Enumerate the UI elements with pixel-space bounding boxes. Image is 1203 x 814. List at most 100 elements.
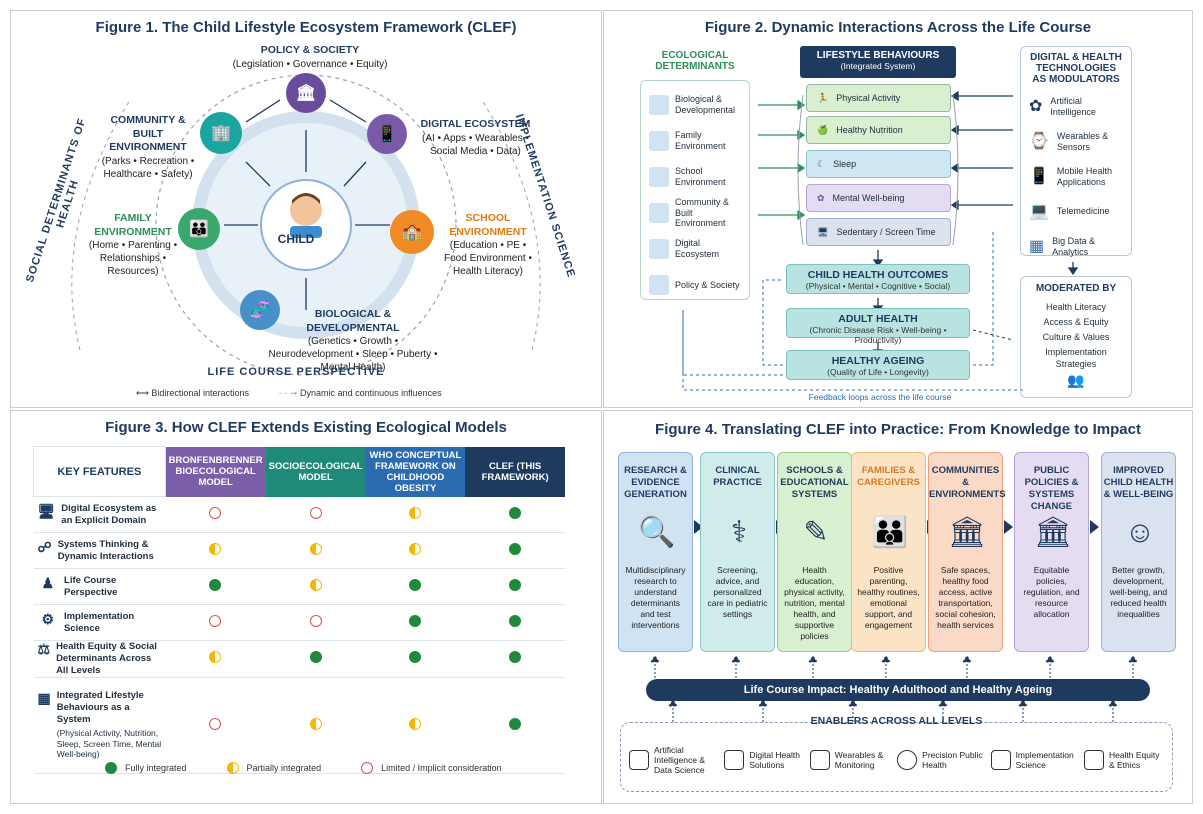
figure-3-title: Figure 3. How CLEF Extends Existing Ecol… [105, 419, 507, 436]
behaviour-sedentary: 🖥Sedentary / Screen Time [806, 218, 951, 246]
part-dot-icon [209, 651, 222, 664]
fig3-legend: Fully integrated Partially integrated Li… [105, 762, 502, 774]
table-row: ⚙Implementation Science [33, 604, 565, 641]
figure-2-title: Figure 2. Dynamic Interactions Across th… [704, 19, 1092, 36]
watch-icon [809, 750, 830, 771]
full-dot-icon [409, 651, 422, 664]
building-icon [649, 275, 669, 295]
half-dot-icon [226, 762, 239, 774]
practice-step: SCHOOLS & EDUCATIONAL SYSTEMS✎Health edu… [777, 452, 852, 652]
dashed-arrow-icon: - - ➞ [278, 388, 298, 398]
table-row: ♟Life Course Perspective [33, 568, 565, 605]
full-dot-icon [509, 717, 522, 730]
school-label: SCHOOL ENVIRONMENT(Education • PE • Food… [444, 212, 532, 278]
running-icon: 🏃 [817, 92, 829, 103]
fig4-connectors [650, 655, 1138, 722]
full-dot-icon [409, 615, 422, 627]
rating-cell [165, 496, 266, 533]
practice-step: IMPROVED CHILD HEALTH & WELL-BEING☺Bette… [1101, 452, 1176, 652]
legend-none: Limited / Implicit consideration [361, 762, 502, 774]
rating-cell [165, 640, 266, 678]
full-dot-icon [309, 651, 322, 664]
rating-cell [265, 604, 366, 641]
none-dot-icon [309, 506, 322, 519]
header-who: WHO CONCEPTUAL FRAMEWORK ON CHILDHOOD OB… [365, 446, 466, 497]
practice-step: CLINICAL PRACTICE⚕Screening, advice, and… [700, 452, 775, 652]
rating-cell [365, 640, 466, 678]
feature-cell: ☍Systems Thinking & Dynamic Interactions [33, 532, 166, 569]
bar-chart-icon: ▦ [1029, 237, 1045, 255]
determinant-item: Biological & Developmental [649, 87, 741, 123]
figure-4-title: Figure 4. Translating CLEF into Practice… [655, 421, 1141, 438]
full-dot-icon [409, 579, 422, 591]
determinants-box: Biological & Developmental Family Enviro… [640, 80, 750, 300]
enablers-box: ENABLERS ACROSS ALL LEVELS Artificial In… [620, 715, 1173, 792]
rating-cell [465, 604, 565, 641]
enabler-item: Health Equity & Ethics [1083, 745, 1164, 776]
determinant-item: Family Environment [649, 123, 741, 159]
rating-cell [365, 496, 466, 533]
tech-item: ✿Artificial Intelligence [1029, 95, 1096, 117]
part-dot-icon [409, 717, 422, 730]
target-icon [897, 750, 918, 771]
bidirectional-arrow-icon: ⟷ [136, 388, 149, 398]
determinant-item: Policy & Society [649, 267, 741, 303]
tech-box: DIGITAL & HEALTH TECHNOLOGIES AS MODULAT… [1020, 46, 1132, 257]
enablers-list: Artificial Intelligence & Data Science D… [629, 745, 1164, 776]
puzzle-icon: ▦ [37, 690, 51, 707]
node-digital-icon: 📱 [367, 114, 407, 154]
rating-cell [365, 568, 466, 605]
enabler-item: Wearables & Monitoring [809, 745, 890, 776]
brain-icon [629, 750, 649, 771]
tech-item: ⌚Wearables & Sensors [1029, 130, 1109, 152]
practice-step: PUBLIC POLICIES & SYSTEMS CHANGE🏛Equitab… [1014, 452, 1089, 652]
rating-cell [465, 677, 565, 774]
tech-item: ▦Big Data & Analytics [1029, 235, 1096, 257]
rating-cell [265, 496, 366, 533]
moderated-title: MODERATED BY [1035, 283, 1117, 294]
part-dot-icon [309, 579, 322, 591]
table-row: 🖥Digital Ecosystem as an Explicit Domain [33, 496, 565, 533]
child-heart-icon: ☺ [1124, 516, 1156, 549]
arrow-right-icon [694, 520, 703, 534]
classroom-icon: ✎ [803, 516, 829, 549]
gears-icon [990, 750, 1011, 771]
part-dot-icon [209, 543, 222, 555]
government-icon: 🏛 [1033, 516, 1073, 549]
brain-icon: ✿ [817, 192, 825, 203]
behaviour-sleep: ☾Sleep [806, 150, 951, 178]
life-course-arc-label: LIFE COURSE PERSPECTIVE [207, 366, 385, 378]
enablers-title: ENABLERS ACROSS ALL LEVELS [810, 715, 983, 727]
full-dot-icon [509, 651, 522, 664]
school-icon [649, 167, 669, 187]
outcome-adult-health: ADULT HEALTH(Chronic Disease Risk • Well… [786, 308, 970, 345]
arrow-right-icon [1004, 520, 1013, 534]
practice-step: FAMILIES & CAREGIVERS👪Positive parenting… [851, 452, 926, 652]
part-dot-icon [409, 543, 422, 555]
node-community-icon: 🏢 [200, 112, 242, 154]
rating-cell [465, 532, 565, 569]
full-dot-icon [509, 579, 522, 591]
practice-step: RESEARCH & EVIDENCE GENERATION🔍Multidisc… [618, 452, 693, 652]
rating-cell [265, 677, 366, 774]
moderator-item: Health Literacy [1045, 301, 1107, 312]
arrow-right-icon [1090, 520, 1099, 534]
moderated-box: MODERATED BY Health Literacy Access & Eq… [1020, 276, 1132, 398]
life-course-impact-bar: Life Course Impact: Healthy Adulthood an… [646, 679, 1150, 701]
phone-heart-icon [724, 750, 745, 771]
phone-icon [649, 239, 669, 259]
determinant-item: School Environment [649, 159, 741, 195]
part-dot-icon [309, 543, 322, 555]
legend-part: Partially integrated [226, 762, 321, 774]
none-dot-icon [309, 615, 322, 627]
monitor-icon: 🖥 [817, 226, 829, 237]
dna-icon [649, 95, 669, 115]
feature-cell: ⚙Implementation Science [33, 604, 166, 641]
feature-cell: ⚖Health Equity & Social Determinants Acr… [33, 640, 166, 678]
figure-1-diagram [71, 74, 541, 376]
outcome-healthy-ageing: HEALTHY AGEING(Quality of Life • Longevi… [786, 350, 970, 380]
determinant-item: Digital Ecosystem [649, 231, 741, 267]
enabler-item: Digital Health Solutions [724, 745, 802, 776]
watch-icon: ⌚ [1029, 132, 1049, 150]
none-dot-icon [209, 615, 222, 627]
